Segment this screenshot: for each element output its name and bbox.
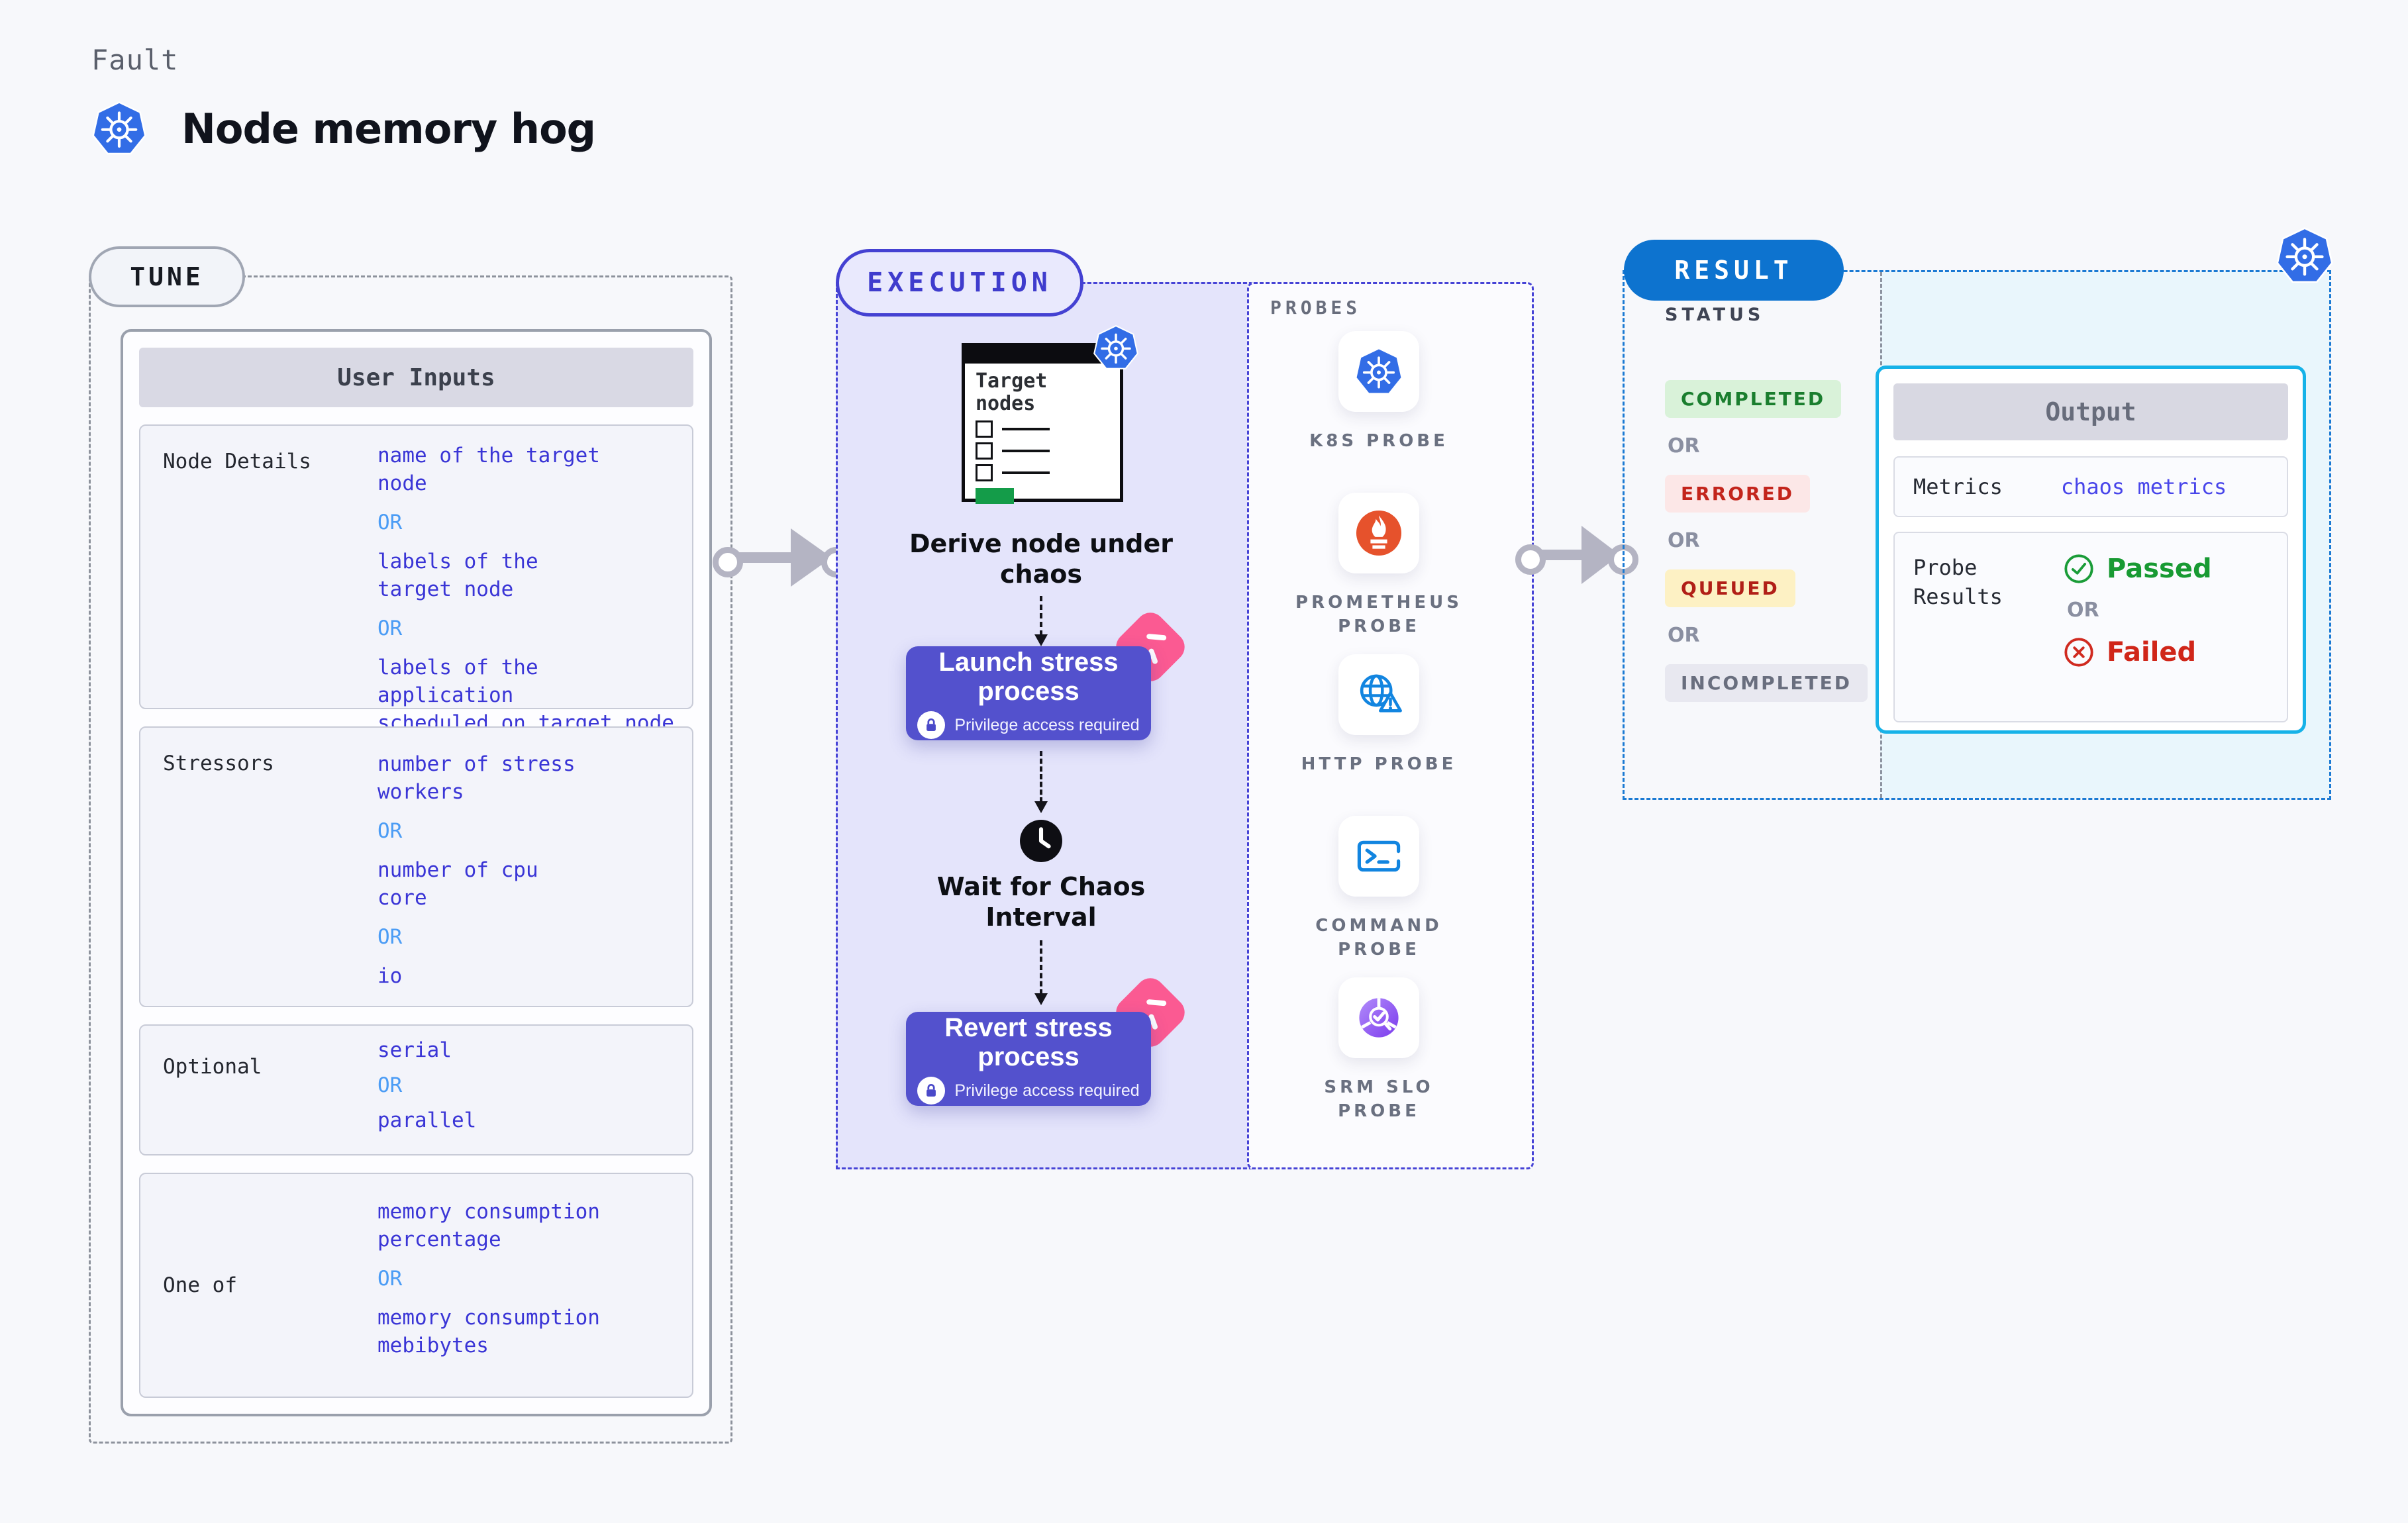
probe-label: HTTP PROBE bbox=[1301, 754, 1457, 774]
terminal-icon bbox=[1354, 832, 1403, 881]
tune-to-execution-arrow bbox=[713, 523, 852, 589]
launch-stress-process-button[interactable]: Launch stress process Privilege access r… bbox=[906, 646, 1151, 740]
execution-badge: EXECUTION bbox=[836, 249, 1083, 317]
revert-stress-process-button[interactable]: Revert stress process Privilege access r… bbox=[906, 1012, 1151, 1106]
input-row-node-details: Node Details name of the target node OR … bbox=[139, 424, 693, 735]
execution-to-result-arrow bbox=[1515, 520, 1654, 587]
input-option: io bbox=[377, 964, 403, 988]
check-circle-icon bbox=[2063, 553, 2095, 585]
status-badge-completed: COMPLETED bbox=[1665, 380, 1842, 418]
or-separator: OR bbox=[2067, 599, 2099, 622]
step-derive-node: Derive node under chaos bbox=[909, 529, 1174, 589]
input-option: number of stress workers bbox=[377, 752, 576, 804]
probe-label: PROMETHEUS PROBE bbox=[1295, 593, 1462, 636]
input-option: parallel bbox=[377, 1108, 477, 1132]
prometheus-probe-card[interactable] bbox=[1338, 493, 1419, 573]
probe-label: K8S PROBE bbox=[1309, 431, 1448, 451]
selection-highlight bbox=[976, 488, 1014, 504]
x-circle-icon bbox=[2063, 636, 2095, 668]
user-inputs-title: User Inputs bbox=[139, 348, 693, 407]
tune-section bbox=[89, 275, 732, 1444]
input-row-label: Stressors bbox=[163, 752, 274, 775]
probe-label: COMMAND PROBE bbox=[1315, 916, 1442, 959]
flow-arrow-down bbox=[1034, 940, 1048, 1005]
kubernetes-icon bbox=[1354, 347, 1403, 396]
failed-label: Failed bbox=[2107, 637, 2197, 667]
input-row-stressors: Stressors number of stress workers OR nu… bbox=[139, 726, 693, 1007]
input-option: labels of the application scheduled on t… bbox=[377, 656, 674, 735]
page-kicker: Fault bbox=[91, 44, 179, 76]
kubernetes-icon bbox=[91, 101, 147, 156]
clock-icon bbox=[1019, 818, 1064, 863]
input-option: memory consumption mebibytes bbox=[377, 1306, 600, 1357]
or-separator: OR bbox=[377, 925, 403, 949]
target-nodes-title: Target nodes bbox=[976, 369, 1048, 415]
output-card: Output Metrics chaos metrics Probe Resul… bbox=[1876, 366, 2306, 734]
button-subtitle: Privilege access required bbox=[954, 715, 1140, 734]
input-row-label: Node Details bbox=[163, 450, 311, 473]
globe-warning-icon bbox=[1354, 669, 1404, 720]
status-badge-errored: ERRORED bbox=[1665, 475, 1810, 513]
result-badge: RESULT bbox=[1624, 240, 1844, 301]
or-separator: OR bbox=[377, 1073, 403, 1097]
input-row-label: Optional bbox=[163, 1055, 262, 1079]
flow-arrow-down bbox=[1034, 751, 1048, 813]
input-option: serial bbox=[377, 1038, 452, 1062]
metrics-label: Metrics bbox=[1913, 474, 2003, 499]
kubernetes-icon bbox=[1093, 324, 1139, 371]
probe-results-row: Probe Results Passed OR Failed bbox=[1893, 532, 2288, 722]
status-title: STATUS bbox=[1665, 305, 1765, 325]
input-row-label: One of bbox=[163, 1273, 237, 1297]
probe-label: SRM SLO PROBE bbox=[1324, 1077, 1434, 1121]
input-option: labels of the target node bbox=[377, 550, 538, 601]
srm-slo-probe-card[interactable] bbox=[1338, 977, 1419, 1058]
metrics-value: chaos metrics bbox=[2060, 474, 2227, 499]
lock-icon bbox=[917, 711, 946, 739]
lock-icon bbox=[917, 1077, 946, 1105]
input-option: number of cpu core bbox=[377, 858, 538, 910]
http-probe-card[interactable] bbox=[1338, 654, 1419, 735]
status-badge-queued: QUEUED bbox=[1665, 569, 1795, 607]
user-inputs-card: User Inputs Node Details name of the tar… bbox=[121, 329, 712, 1416]
button-subtitle: Privilege access required bbox=[954, 1081, 1140, 1100]
button-title: Revert stress process bbox=[944, 1013, 1113, 1071]
node-list-item bbox=[976, 442, 1120, 460]
target-nodes-card: Target nodes bbox=[962, 343, 1123, 504]
k8s-probe-card[interactable] bbox=[1338, 331, 1419, 412]
input-option: memory consumption percentage bbox=[377, 1200, 600, 1252]
status-badge-incompleted: INCOMPLETED bbox=[1665, 664, 1868, 702]
button-title: Launch stress process bbox=[938, 648, 1119, 706]
passed-label: Passed bbox=[2107, 554, 2212, 584]
node-list-item bbox=[976, 420, 1120, 438]
command-probe-card[interactable] bbox=[1338, 816, 1419, 897]
or-separator: OR bbox=[1668, 529, 1700, 552]
probe-results-label: Probe Results bbox=[1913, 555, 2003, 609]
tune-badge: TUNE bbox=[89, 246, 245, 307]
or-separator: OR bbox=[1668, 624, 1700, 647]
input-option: name of the target node bbox=[377, 444, 600, 495]
step-wait-interval: Wait for Chaos Interval bbox=[936, 872, 1146, 932]
slo-chart-icon bbox=[1352, 991, 1405, 1044]
metrics-row: Metrics chaos metrics bbox=[1893, 456, 2288, 517]
or-separator: OR bbox=[377, 511, 403, 534]
or-separator: OR bbox=[377, 1267, 403, 1291]
or-separator: OR bbox=[1668, 434, 1700, 458]
node-list-item bbox=[976, 464, 1120, 481]
prometheus-icon bbox=[1354, 509, 1403, 558]
input-row-one-of: One of memory consumption percentage OR … bbox=[139, 1173, 693, 1398]
status-list: COMPLETED OR ERRORED OR QUEUED OR INCOMP… bbox=[1665, 380, 1868, 702]
window-titlebar bbox=[965, 346, 1120, 364]
input-row-optional: Optional serial OR parallel bbox=[139, 1024, 693, 1155]
or-separator: OR bbox=[377, 616, 403, 640]
page-title: Node memory hog bbox=[181, 105, 596, 153]
probes-title: PROBES bbox=[1270, 297, 1362, 319]
or-separator: OR bbox=[377, 819, 403, 843]
flow-arrow-down bbox=[1034, 596, 1048, 646]
kubernetes-icon bbox=[2276, 226, 2334, 285]
output-title: Output bbox=[1893, 383, 2288, 440]
